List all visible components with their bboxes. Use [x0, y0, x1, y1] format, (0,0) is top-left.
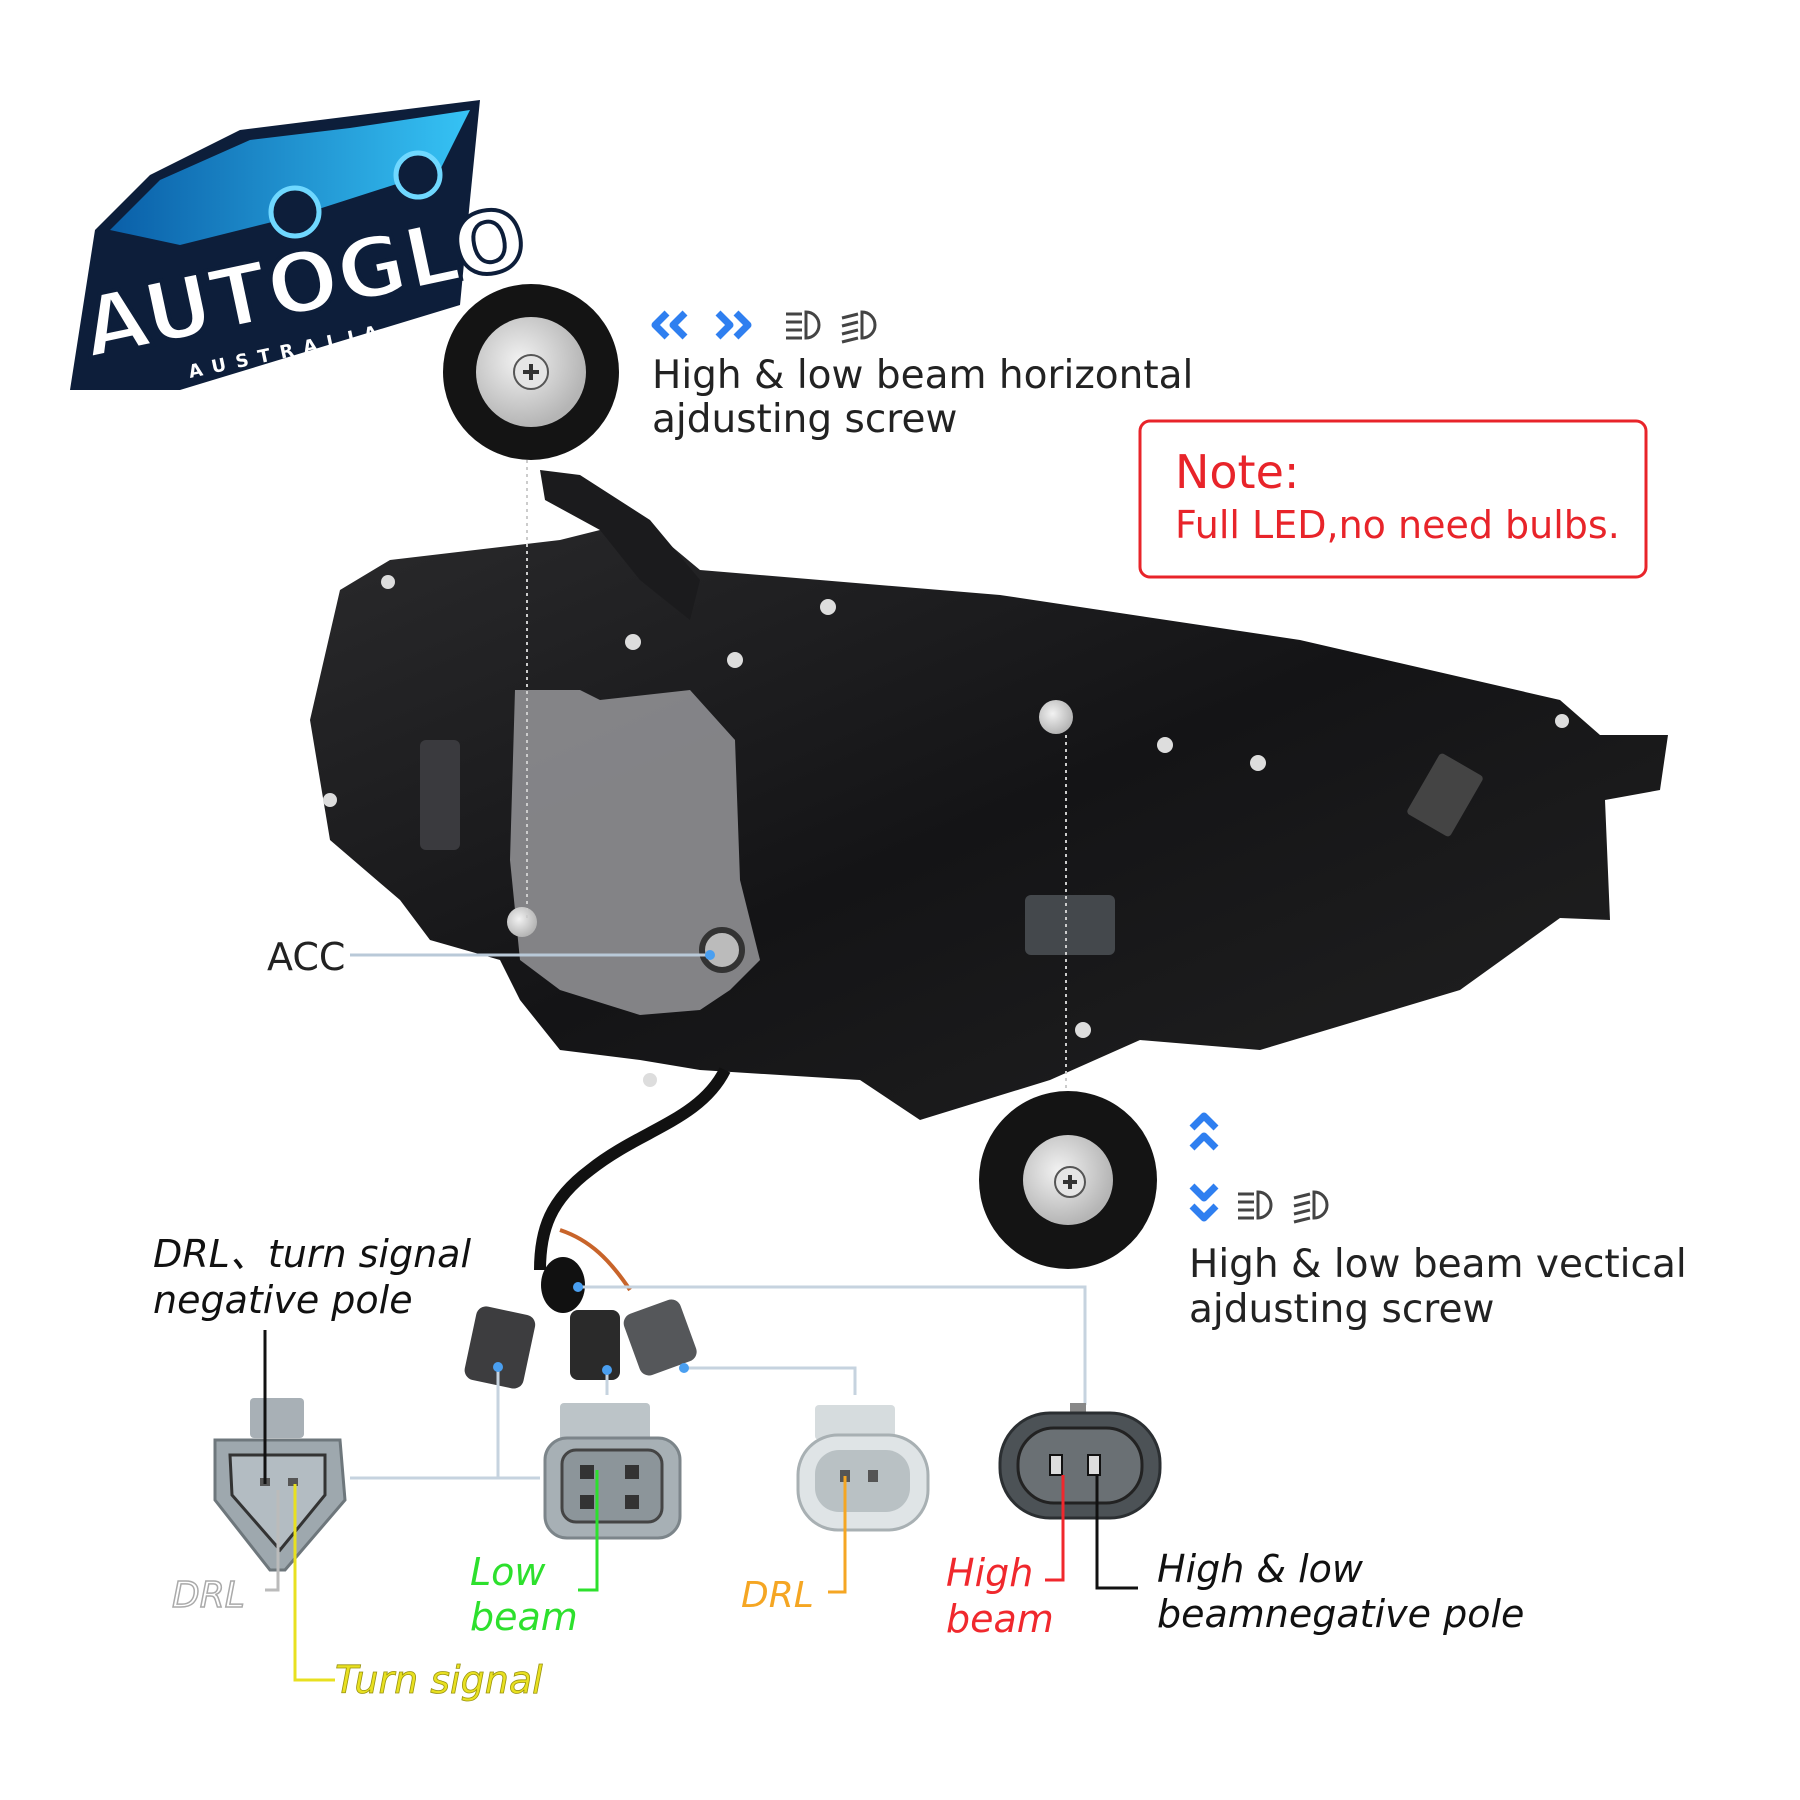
drl-gray-label: DRL [172, 1575, 245, 1616]
high-beam-icon [1293, 1190, 1329, 1224]
turn-signal-label: Turn signal [335, 1658, 543, 1702]
acc-point [705, 950, 715, 960]
low-beam-icon [786, 310, 821, 340]
vertical-screw-callout: High & low beam vectical ajdusting screw [979, 1091, 1687, 1332]
connector-high-beam [998, 1403, 1162, 1520]
autoglo-logo: AUTOGLO AUSTRALIA [70, 100, 537, 390]
connector-drl [796, 1405, 930, 1532]
low-beam-label-line1: Low [470, 1550, 546, 1594]
horizontal-screw-label-line2: ajdusting screw [652, 397, 957, 442]
chevron-down-double-icon [1189, 1183, 1219, 1222]
low-beam-label-line2: beam [470, 1595, 578, 1639]
pin-leader-lines [263, 1330, 1138, 1682]
wire-harness [534, 1067, 731, 1271]
car-silhouette-icon [110, 110, 470, 245]
note-text: Full LED,no need bulbs. [1175, 503, 1620, 547]
negative-pole-label-line1: High & low [1157, 1547, 1364, 1591]
acc-label: ACC [267, 935, 345, 979]
high-beam-label-line1: High [946, 1551, 1033, 1595]
chevron-left-double-icon [651, 310, 688, 340]
horizontal-screw-label-line1: High & low beam horizontal [652, 353, 1193, 398]
note-box: Note: Full LED,no need bulbs. [1138, 419, 1648, 579]
connector-low-beam [543, 1403, 682, 1540]
horizontal-screw-callout: High & low beam horizontal ajdusting scr… [443, 284, 1193, 460]
high-beam-label-line2: beam [946, 1597, 1054, 1641]
headlight-housing [310, 470, 1668, 1292]
connector-drl-turn-signal [213, 1398, 347, 1572]
vertical-screw-label-line2: ajdusting screw [1189, 1287, 1494, 1332]
high-beam-icon [841, 310, 877, 344]
connector-link-lines [350, 1285, 1087, 1480]
chevron-right-double-icon [715, 310, 752, 340]
plug-cluster [464, 1257, 697, 1389]
low-beam-icon [1238, 1190, 1273, 1220]
negative-pole-label-line2: beamnegative pole [1157, 1592, 1524, 1636]
drl-turn-negative-label-line2: negative pole [153, 1278, 413, 1322]
note-title: Note: [1175, 445, 1299, 499]
vertical-screw-label-line1: High & low beam vectical [1189, 1242, 1687, 1287]
drl-orange-label: DRL [741, 1575, 814, 1616]
drl-turn-negative-label-line1: DRL、turn signal [153, 1232, 471, 1276]
chevron-up-double-icon [1189, 1112, 1219, 1151]
